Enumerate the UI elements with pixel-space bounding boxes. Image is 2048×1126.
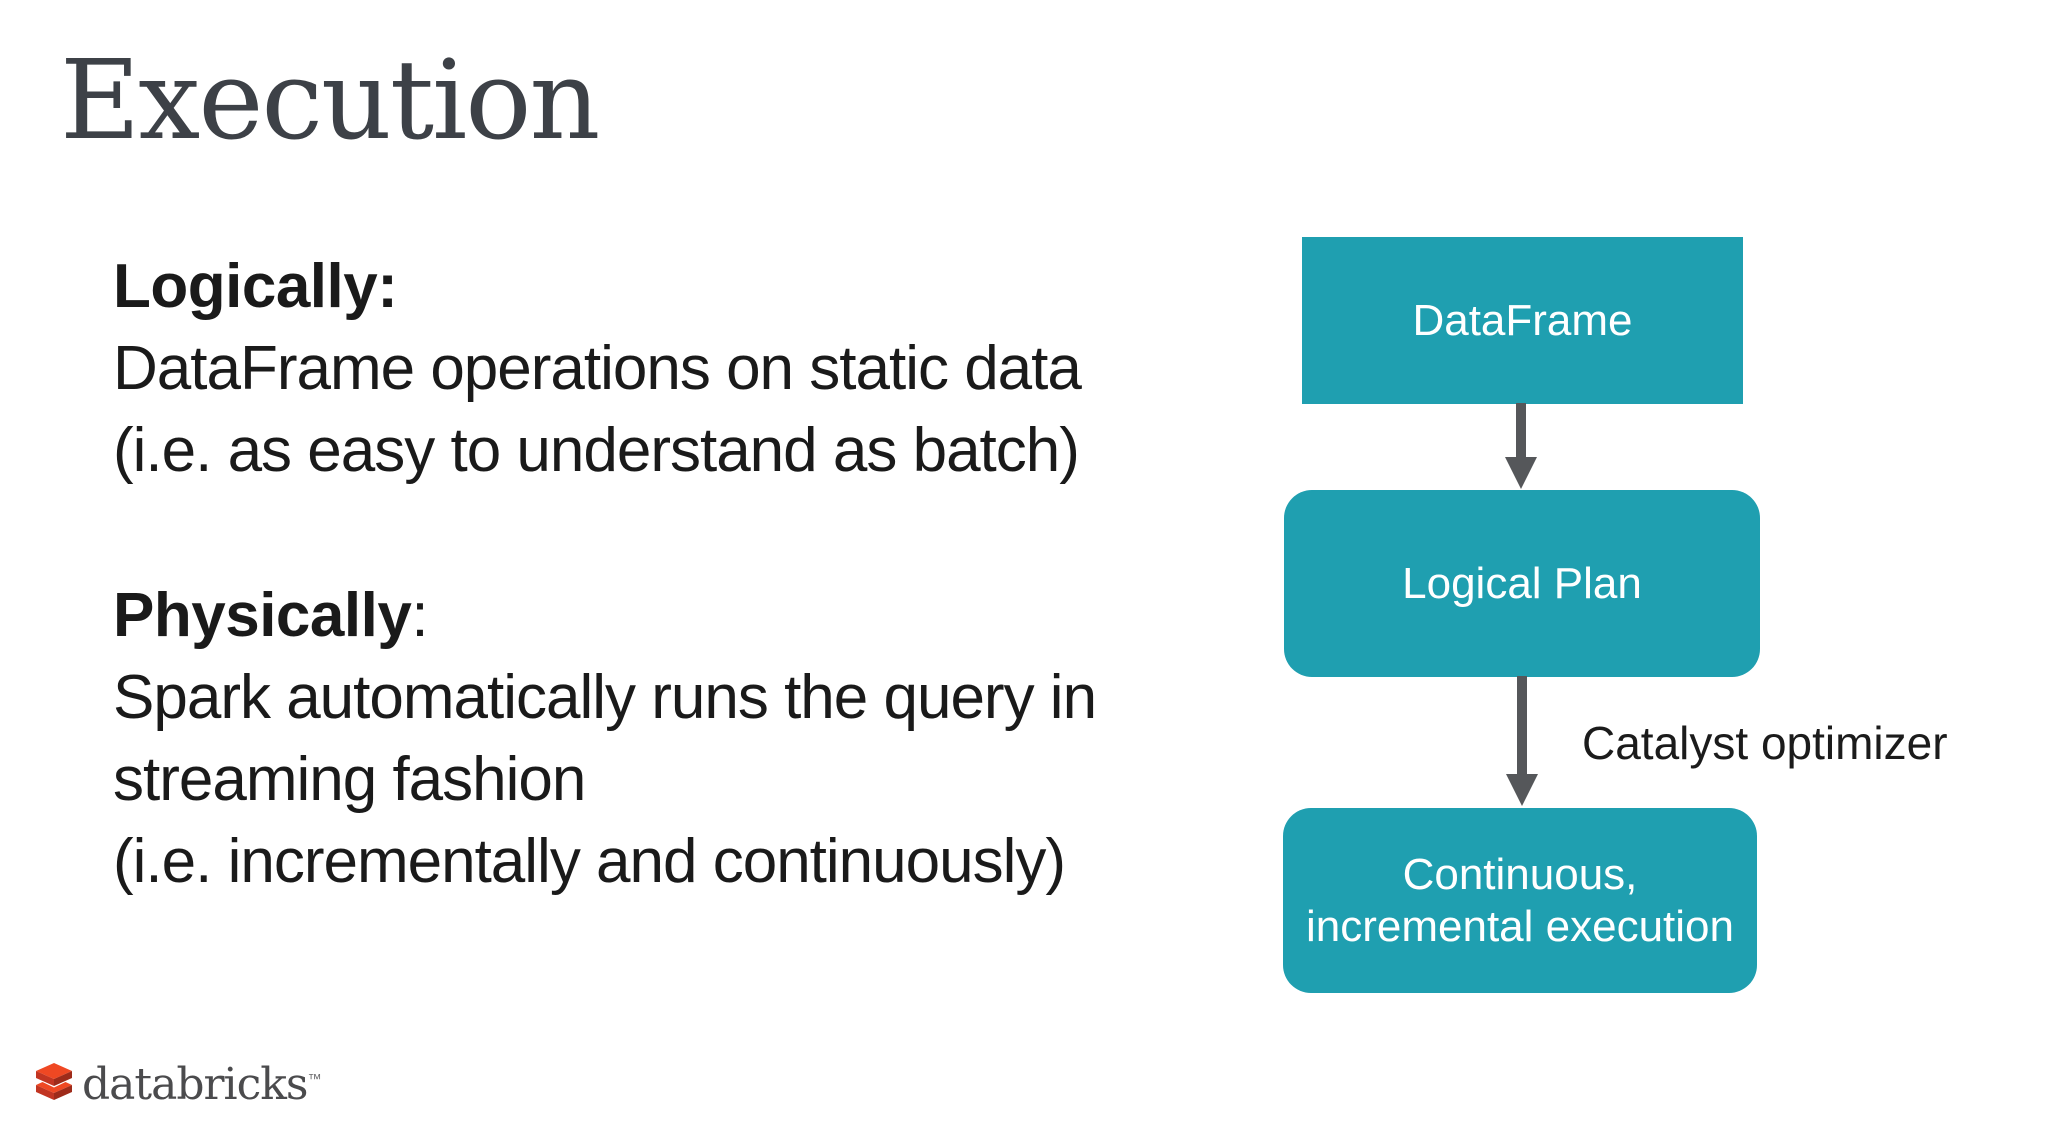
physically-heading-colon: : <box>411 581 428 650</box>
arrow-down-icon <box>1505 403 1537 489</box>
node-logical-plan: Logical Plan <box>1284 490 1760 677</box>
arrow-down-icon <box>1506 676 1538 806</box>
node-continuous-label-line2: incremental execution <box>1305 901 1734 951</box>
physically-line-3: (i.e. incrementally and continuously) <box>113 827 1066 896</box>
node-dataframe-label: DataFrame <box>1412 295 1633 345</box>
node-dataframe: DataFrame <box>1302 237 1743 404</box>
databricks-bricks-icon <box>36 1063 72 1100</box>
physically-heading: Physically: <box>113 575 1096 657</box>
databricks-logo-text: databricks™ <box>82 1059 321 1110</box>
paragraph-physically: Physically: Spark automatically runs the… <box>113 575 1097 903</box>
logically-line-1: DataFrame operations on static data <box>113 334 1082 403</box>
node-continuous-label-line1: Continuous, <box>1402 849 1638 899</box>
trademark-symbol: ™ <box>307 1070 321 1087</box>
physically-line-1: Spark automatically runs the query in <box>113 663 1097 732</box>
physically-line-2: streaming fashion <box>113 745 586 814</box>
node-continuous-execution: Continuous, incremental execution <box>1283 808 1757 993</box>
page-title: Execution <box>60 36 600 164</box>
paragraph-logically: Logically: DataFrame operations on stati… <box>113 246 1082 492</box>
arrow-label-catalyst-optimizer: Catalyst optimizer <box>1582 717 1948 769</box>
physically-heading-bold: Physically <box>113 581 412 650</box>
node-logical-plan-label: Logical Plan <box>1402 558 1642 608</box>
logically-heading: Logically: <box>113 252 398 321</box>
logically-line-2: (i.e. as easy to understand as batch) <box>113 416 1080 485</box>
databricks-logo: databricks™ <box>34 1059 321 1110</box>
